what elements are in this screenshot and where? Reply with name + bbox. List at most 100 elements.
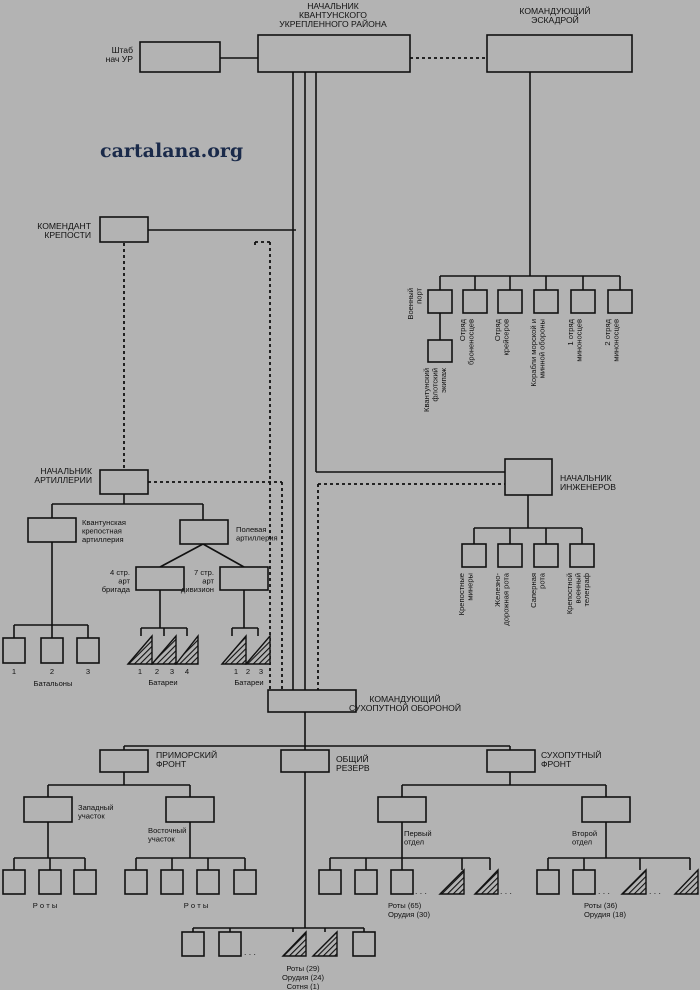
battery-triangles <box>126 633 699 957</box>
first-dept-totals: Роты (65)Орудия (30) <box>388 901 430 919</box>
label-line: ПРИМОРСКИЙ <box>156 749 217 760</box>
battery-number: 4 <box>185 667 189 676</box>
label-line: ФРОНТ <box>156 759 187 769</box>
label-line: участок <box>78 812 105 821</box>
label-line: Орудия (24) <box>282 973 324 982</box>
label-port: Военныйпорт <box>406 287 424 319</box>
label-line: 7 стр. <box>194 568 214 577</box>
label-line: нач УР <box>106 54 134 64</box>
label-line: ФРОНТ <box>541 759 572 769</box>
label-line: Крепостные <box>457 573 466 615</box>
label-line: УКРЕПЛЕННОГО РАЙОНА <box>279 18 387 29</box>
label-line: АРТИЛЛЕРИИ <box>34 475 92 485</box>
label-line: Отряд <box>458 318 467 341</box>
box-west-sector <box>23 796 73 823</box>
battery-number: 2 <box>246 667 250 676</box>
label-line: Крепостной <box>565 573 574 614</box>
label-line: дивизион <box>181 585 214 594</box>
label-line: КВАНТУНСКОГО <box>299 10 367 20</box>
box-commandant <box>99 216 149 243</box>
label-line: Первый <box>404 829 432 838</box>
label-line: Военный <box>406 288 415 320</box>
label-line: Сотня (1) <box>287 982 320 990</box>
label-line: Отряд <box>493 318 502 341</box>
label-line: Западный <box>78 803 113 812</box>
label-navy-unit: 2 отрядминоносцев <box>603 318 621 361</box>
label-line: 1 отряд <box>566 318 575 345</box>
label-line: миноносцев <box>612 319 621 362</box>
label-line: минеры <box>466 573 475 601</box>
label-line: НАЧАЛЬНИК <box>307 1 359 11</box>
ellipsis: . . . <box>500 886 512 896</box>
box-east-sector <box>165 796 215 823</box>
label-line: СУХОПУТНОЙ ОБОРОНОЙ <box>349 702 461 713</box>
battalions-label: Батальоны <box>34 679 73 688</box>
label-line: рота <box>538 572 547 589</box>
label-line: Роты (65) <box>388 901 422 910</box>
label-engineer-unit: Крепостнойвоенныйтелеграф <box>565 573 591 614</box>
box-staff <box>139 41 221 73</box>
unit-boxes <box>2 34 633 957</box>
box-brigade <box>135 566 185 591</box>
label-line: участок <box>148 835 175 844</box>
ellipsis: . . . <box>415 886 427 896</box>
batteries-label: Батареи <box>148 678 177 687</box>
label-line: телеграф <box>582 573 591 606</box>
label-line: 4 стр. <box>110 568 130 577</box>
box-first-dept <box>377 796 427 823</box>
dashed-connectors <box>123 57 505 690</box>
label-line: Орудия (18) <box>584 910 626 919</box>
battery-number: 1 <box>138 667 142 676</box>
box-field-artillery <box>179 519 229 545</box>
box-engineers-chief <box>504 458 553 496</box>
label-line: Второй <box>572 829 597 838</box>
label-line: минной обороны <box>538 319 547 378</box>
label-engineer-unit: Крепостныеминеры <box>457 573 475 615</box>
ellipsis: . . . <box>244 947 256 957</box>
label-line: Саперная <box>529 573 538 608</box>
batteries-label: Батареи <box>234 678 263 687</box>
box-chief-ur <box>257 34 411 73</box>
box-fortress-artillery <box>27 517 77 543</box>
watermark: cartalana.org <box>100 140 243 162</box>
label-navy-unit: Отрядброненосцев <box>458 318 476 365</box>
box-squadron <box>486 34 633 73</box>
label-line: отдел <box>404 838 424 847</box>
second-dept-totals: Роты (36)Орудия (18) <box>584 901 626 919</box>
box-coastal-front <box>99 749 149 773</box>
label-line: РЕЗЕРВ <box>336 763 370 773</box>
label-line: СУХОПУТНЫЙ <box>541 749 601 760</box>
label-line: артиллерия <box>82 535 124 544</box>
ellipsis: . . . <box>649 886 661 896</box>
battery-number: 3 <box>259 667 263 676</box>
label-line: ОБЩИЙ <box>336 753 369 764</box>
label-navy-unit: Корабли морской иминной обороны <box>529 319 547 387</box>
label-line: Квантунская <box>82 518 126 527</box>
label-line: КОМЕНДАНТ <box>37 221 91 231</box>
box-land-front <box>486 749 536 773</box>
box-land-defense <box>267 689 357 713</box>
label-line: Орудия (30) <box>388 910 430 919</box>
box-second-dept <box>581 796 631 823</box>
battalion-number: 2 <box>50 667 54 676</box>
label-line: Восточный <box>148 826 186 835</box>
label-line: Штаб <box>112 45 133 55</box>
